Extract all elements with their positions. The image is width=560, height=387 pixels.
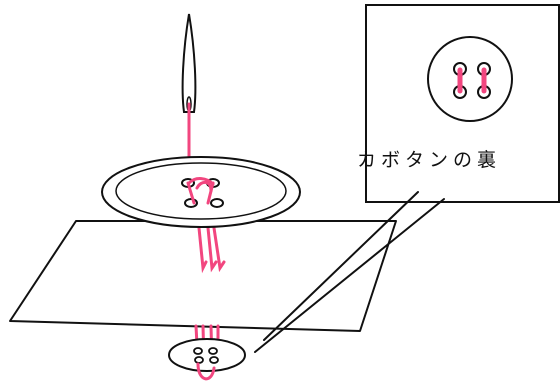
thread-loop-bottom — [196, 362, 216, 381]
callout-pointer — [254, 191, 445, 353]
button-bottom — [168, 338, 246, 381]
button-top — [101, 156, 301, 228]
button-back-icon — [427, 36, 513, 122]
needle-icon — [181, 13, 197, 113]
fabric-sheet — [9, 220, 397, 332]
callout-label: カボタンの裏 — [357, 149, 502, 171]
button-bottom-holes — [193, 347, 219, 364]
thread-on-button-top — [186, 177, 215, 205]
